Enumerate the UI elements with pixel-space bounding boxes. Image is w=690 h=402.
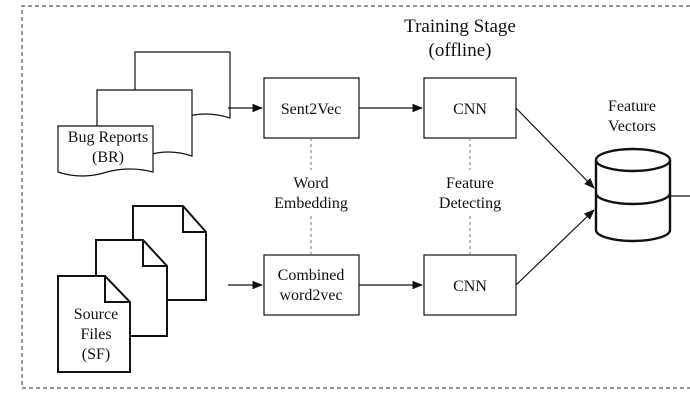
sent2vec-box [263,77,360,139]
cnn-top-box [423,77,517,139]
sent2vec-label: Sent2Vec [281,101,341,118]
feature-vectors-label-1: Feature [608,98,656,115]
bug-reports-abbrev: (BR) [92,149,124,166]
combined-word2vec-box [263,254,360,316]
combined-word2vec-label-1: Combined [278,267,345,284]
combined-word2vec-label-2: word2vec [279,287,342,304]
cnn-bottom-label: CNN [453,278,487,295]
bug-reports-label: Bug Reports [68,129,148,146]
source-files-label-2: Files [80,326,111,343]
database-icon [594,147,672,243]
word-embedding-label-2: Embedding [274,195,348,212]
cnn-top-label: CNN [453,101,487,118]
word-embedding-label-1: Word [293,175,328,192]
source-files-label-1: Source [74,306,118,323]
arrow-cnn-bottom-to-db [515,209,595,286]
source-files-icon [57,205,207,373]
source-files-label-3: (SF) [82,346,110,363]
feature-detecting-label-1: Feature [446,175,494,192]
arrow-cnn-top-to-db [515,107,595,189]
bug-reports-icon [57,51,231,177]
stage-title: Training Stage [404,16,516,37]
feature-detecting-label-2: Detecting [439,195,501,212]
stage-subtitle: (offline) [429,40,492,61]
feature-vectors-label-2: Vectors [608,118,656,135]
